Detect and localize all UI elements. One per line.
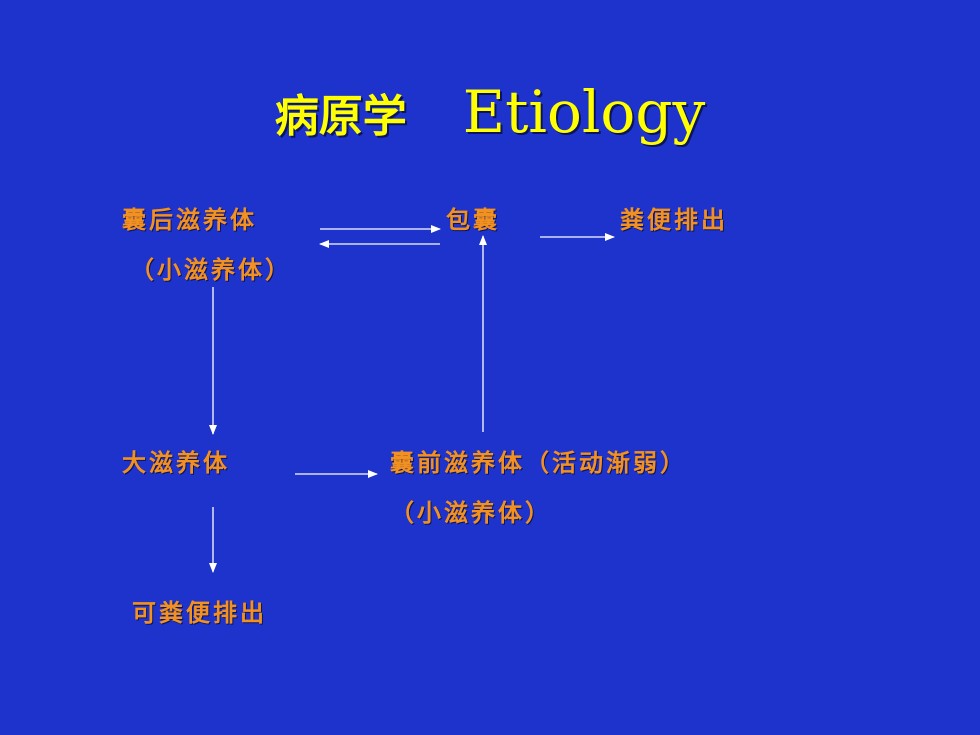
node-cyst-excreted: 粪便排出 <box>620 206 728 234</box>
slide-title: 病原学 Etiology <box>0 78 980 146</box>
node-pre-cyst-alias: （小滋养体） <box>390 499 552 527</box>
node-cyst: 包囊 <box>446 206 500 234</box>
node-large-trophozoite: 大滋养体 <box>122 449 230 477</box>
node-pre-cyst-trophozoite: 囊前滋养体（活动渐弱） <box>390 449 687 477</box>
node-post-cyst-trophozoite: 囊后滋养体 <box>122 206 257 234</box>
title-english: Etiology <box>462 78 706 146</box>
node-trophozoite-excreted: 可粪便排出 <box>132 599 267 627</box>
node-post-cyst-alias: （小滋养体） <box>130 256 292 284</box>
title-chinese: 病原学 <box>274 91 407 142</box>
